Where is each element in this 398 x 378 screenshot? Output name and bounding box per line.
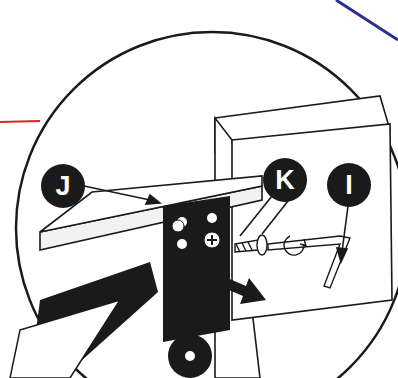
frame-leg: [10, 300, 120, 378]
hex-key: [268, 236, 350, 288]
callout-letter-badge: K: [263, 158, 307, 202]
reference-line: [336, 0, 398, 40]
callout-letter: I: [345, 172, 353, 199]
callout-letter: J: [55, 173, 70, 200]
reference-line: [0, 121, 40, 122]
bolt: [235, 235, 267, 255]
callout-letter-badge: I: [327, 163, 371, 207]
leader-line: [84, 186, 348, 262]
direction-arrow: [186, 262, 266, 304]
callout-letter: K: [275, 167, 295, 194]
caster-bracket: [163, 196, 230, 378]
callout-letter-badge: J: [41, 164, 85, 208]
